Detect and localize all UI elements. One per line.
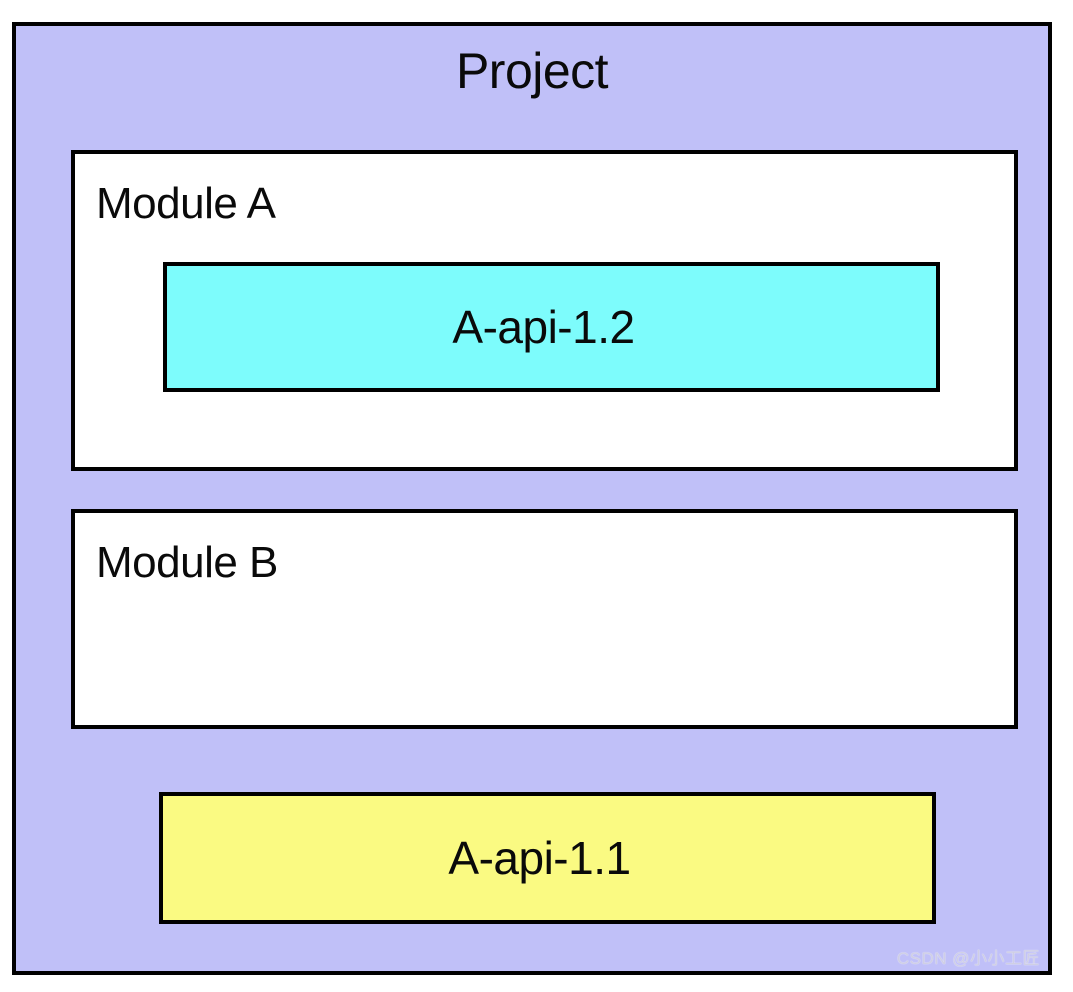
project-title: Project (455, 43, 609, 99)
project-container: Project Module A A-api-1.2 Module B A-ap… (12, 22, 1052, 975)
artifact-a-api-1-1-label: A-api-1.1 (448, 832, 631, 884)
artifact-a-api-1-1: A-api-1.1 (159, 792, 936, 924)
module-a-container: Module A A-api-1.2 (71, 150, 1018, 471)
module-a-label: Module A (96, 179, 276, 228)
artifact-a-api-1-2-label: A-api-1.2 (452, 301, 635, 353)
module-b-container: Module B (71, 509, 1018, 729)
watermark: CSDN @小小工匠 (896, 949, 1040, 968)
module-b-label: Module B (96, 538, 278, 587)
artifact-a-api-1-2: A-api-1.2 (163, 262, 940, 392)
